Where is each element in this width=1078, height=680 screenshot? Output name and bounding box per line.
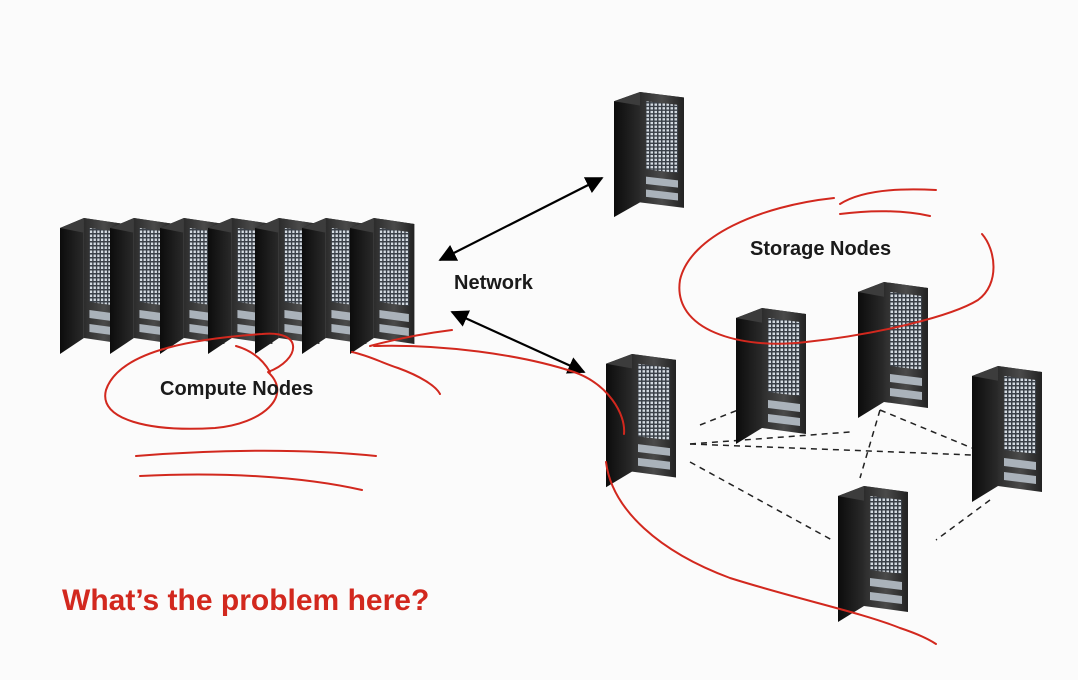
server-icon bbox=[614, 92, 684, 218]
compute-node-cluster bbox=[60, 218, 415, 354]
network-arrow-upper bbox=[438, 177, 604, 261]
server-icon bbox=[972, 366, 1042, 502]
storage-peer-links bbox=[689, 409, 991, 541]
compute-nodes-label: Compute Nodes bbox=[160, 378, 314, 400]
server-icon bbox=[350, 218, 415, 354]
network-label: Network bbox=[454, 272, 533, 294]
server-icon bbox=[858, 282, 928, 418]
server-icon bbox=[736, 308, 806, 444]
pen-annotations bbox=[104, 188, 995, 645]
question-heading: What’s the problem here? bbox=[62, 584, 430, 617]
server-icon bbox=[838, 486, 908, 622]
storage-nodes-label: Storage Nodes bbox=[750, 238, 892, 260]
server-icon bbox=[606, 354, 676, 488]
network-arrow-lower bbox=[450, 310, 586, 374]
